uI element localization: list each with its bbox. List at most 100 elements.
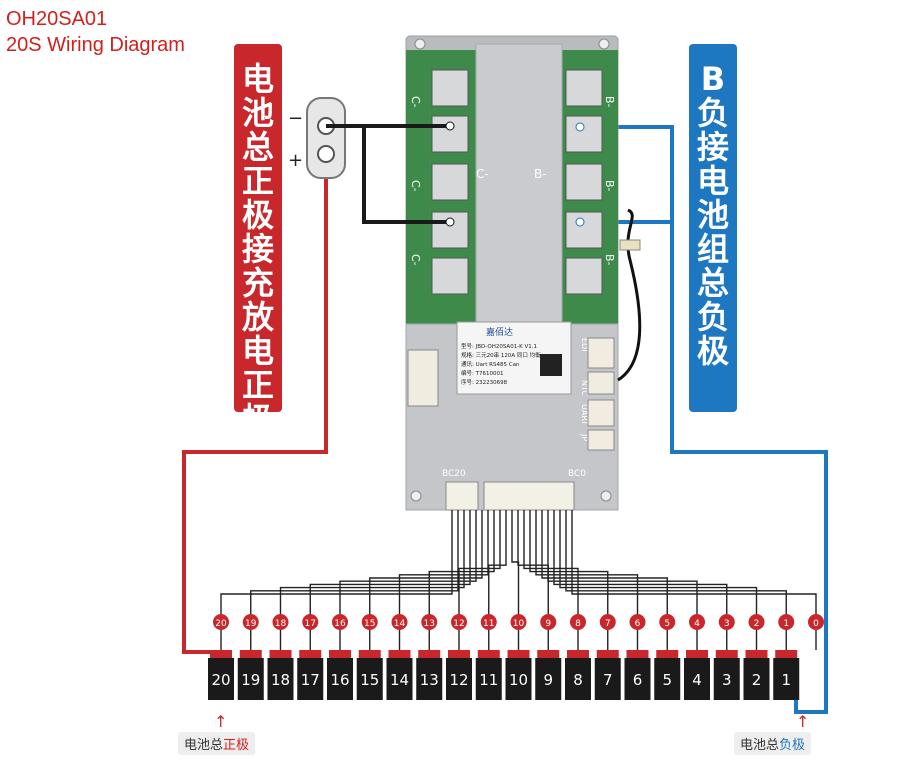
balance-number: 8 bbox=[575, 619, 581, 629]
battery-cell bbox=[565, 658, 591, 700]
battery-cell bbox=[416, 658, 443, 700]
cell-terminal bbox=[239, 650, 262, 658]
cell-terminal bbox=[448, 650, 470, 658]
balance-number: 7 bbox=[605, 619, 611, 629]
balance-number-circle bbox=[748, 614, 765, 630]
balance-number: 19 bbox=[245, 619, 257, 629]
cell-terminal bbox=[596, 650, 619, 658]
banner-char: 池 bbox=[696, 196, 729, 234]
banner-char: 接 bbox=[696, 128, 729, 166]
left-side-connector bbox=[407, 349, 439, 407]
balance-number-circle bbox=[570, 614, 586, 630]
positive-wire bbox=[182, 152, 328, 654]
b-mosfet-pad bbox=[565, 163, 603, 201]
balance-number-circle bbox=[361, 614, 378, 630]
cell-number: 4 bbox=[692, 671, 702, 689]
cell-terminal bbox=[745, 650, 768, 658]
balance-number-circle bbox=[599, 614, 616, 630]
bc0-label: BC0 bbox=[568, 469, 586, 479]
banner-char: 组 bbox=[696, 230, 729, 268]
balance-connector-main bbox=[483, 481, 575, 511]
edge-c-label: C- bbox=[409, 96, 422, 108]
balance-wire bbox=[541, 510, 668, 614]
total-negative-prefix: 电池总 bbox=[740, 738, 780, 753]
cell-number: 5 bbox=[662, 671, 672, 689]
battery-cell bbox=[743, 658, 770, 700]
cell-number: 19 bbox=[241, 671, 260, 689]
cell-number: 8 bbox=[573, 671, 583, 689]
c-mosfet-pad bbox=[431, 163, 469, 201]
balance-wire bbox=[547, 510, 698, 614]
balance-number: 15 bbox=[364, 619, 375, 629]
port-edi-label: EDI bbox=[580, 338, 589, 352]
negative-arrow: ↑ bbox=[796, 712, 809, 731]
cell-number: 2 bbox=[752, 671, 762, 689]
banner-char: 接 bbox=[241, 230, 274, 268]
balance-number-circle bbox=[659, 614, 676, 630]
balance-number-circle bbox=[540, 614, 557, 630]
ntc-cable bbox=[617, 208, 642, 382]
cell-number: 7 bbox=[603, 671, 613, 689]
total-positive-highlight: 正极 bbox=[223, 738, 250, 753]
cell-number: 20 bbox=[211, 671, 230, 689]
balance-connector-bc20 bbox=[445, 481, 479, 511]
cell-terminal bbox=[210, 650, 232, 658]
balance-number: 4 bbox=[694, 619, 700, 629]
battery-cell bbox=[713, 658, 740, 700]
balance-number: 3 bbox=[724, 619, 730, 629]
balance-number: 0 bbox=[813, 619, 819, 629]
c-mosfet-pad bbox=[431, 69, 469, 107]
balance-number-circle bbox=[242, 614, 259, 630]
board-c-minus-label: C- bbox=[476, 167, 489, 181]
balance-wire bbox=[250, 510, 459, 614]
cell-number: 17 bbox=[301, 671, 320, 689]
battery-cell bbox=[684, 658, 710, 700]
cell-terminal bbox=[329, 650, 351, 658]
battery-cell bbox=[773, 658, 800, 700]
cell-terminal bbox=[537, 650, 560, 658]
balance-number-circle bbox=[629, 614, 646, 630]
diagram-title: OH20SA01 20S Wiring Diagram bbox=[6, 6, 185, 58]
balance-number-circle bbox=[302, 614, 319, 630]
b-mosfet-pad bbox=[565, 115, 603, 153]
balance-number: 2 bbox=[754, 619, 760, 629]
total-negative-highlight: 负极 bbox=[779, 738, 806, 753]
product-label-line: 规格: 三元20串 120A 同口 均衡 bbox=[461, 351, 541, 359]
balance-number: 16 bbox=[334, 619, 346, 629]
banner-char: 极 bbox=[241, 400, 274, 438]
balance-number-circle bbox=[332, 614, 348, 630]
banner-char: 池 bbox=[241, 94, 274, 132]
balance-number: 12 bbox=[453, 619, 464, 629]
neg-wire-dot bbox=[575, 122, 585, 132]
cell-terminal bbox=[715, 650, 738, 658]
right-connector-ntc bbox=[587, 371, 615, 395]
balance-wire bbox=[553, 510, 728, 614]
battery-cell bbox=[208, 658, 234, 700]
cell-terminal bbox=[686, 650, 708, 658]
edge-b-label: B- bbox=[603, 180, 616, 192]
banner-char: 负 bbox=[696, 94, 729, 132]
balance-number-circle bbox=[213, 614, 229, 630]
balance-number: 9 bbox=[545, 619, 551, 629]
cell-terminal bbox=[418, 650, 441, 658]
cell-number: 14 bbox=[390, 671, 409, 689]
cell-number: 16 bbox=[330, 671, 349, 689]
charge-wire-dot bbox=[445, 121, 455, 131]
positive-arrow: ↑ bbox=[214, 712, 227, 731]
cell-number: 11 bbox=[479, 671, 498, 689]
balance-number-circle bbox=[391, 614, 408, 630]
balance-number-circle bbox=[510, 614, 527, 630]
cell-number: 18 bbox=[271, 671, 290, 689]
balance-number-circle bbox=[451, 614, 467, 630]
battery-cell bbox=[386, 658, 413, 700]
c-mosfet-pad bbox=[431, 115, 469, 153]
balance-number: 18 bbox=[275, 619, 287, 629]
product-label-line: 编号: T7610001 bbox=[461, 369, 503, 377]
banner-char: 充 bbox=[241, 264, 274, 302]
port-uart-label: UART bbox=[580, 404, 589, 425]
balance-number: 5 bbox=[664, 619, 670, 629]
battery-cell bbox=[475, 658, 502, 700]
c-mosfet-pad bbox=[431, 211, 469, 249]
